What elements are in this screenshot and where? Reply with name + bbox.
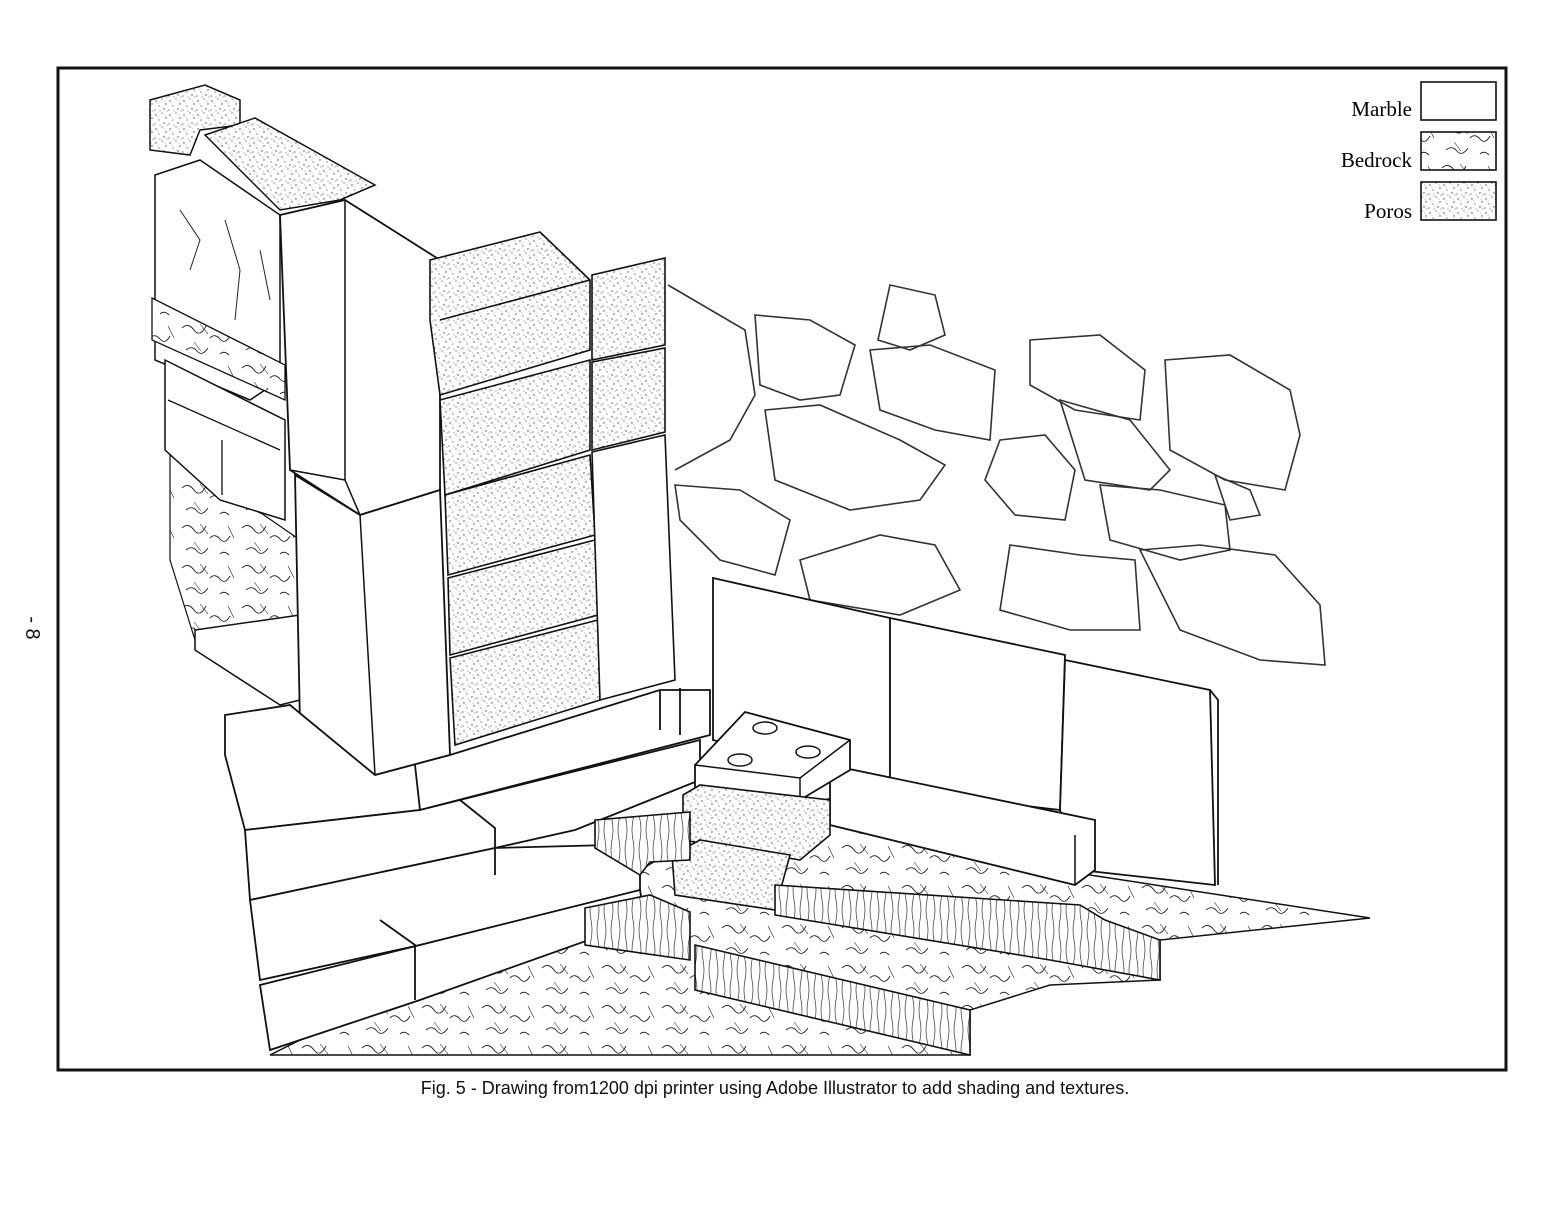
legend-label-marble: Marble [1351,97,1412,121]
back-wall-blocks [164,358,286,522]
legend-label-poros: Poros [1364,199,1412,223]
back-wall-cracks [179,209,271,321]
back-wall-course [151,296,286,402]
legend: Marble Bedrock Poros [1341,81,1497,223]
marble-pillar-upper-front [279,199,441,516]
bedrock-cut-steps [584,811,1161,1057]
legend-swatch-bedrock [1420,131,1497,171]
poros-base-step [671,839,792,911]
figure-caption: Fig. 5 - Drawing from1200 dpi printer us… [420,1078,1130,1098]
back-wall-top-block [149,84,241,156]
marble-ledge [194,614,301,706]
dowel-hole [727,753,753,767]
rubble-stones [667,284,1326,666]
dowel-hole [795,745,821,759]
dowel-hole [752,721,778,735]
legend-swatch-poros [1420,181,1497,221]
poros-stack [429,231,676,747]
legend-label-bedrock: Bedrock [1341,148,1413,172]
legend-swatch-marble [1420,81,1497,121]
marble-steps [224,688,711,1052]
back-wall-poros-strip [203,117,377,211]
